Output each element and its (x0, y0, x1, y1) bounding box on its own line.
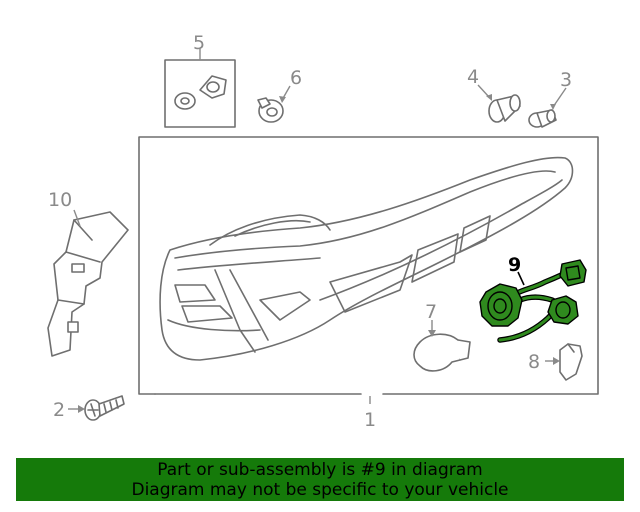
callout-6: 6 (290, 67, 302, 89)
part-2-screw (68, 395, 125, 421)
part-1-tail-lamp-assembly (138, 136, 599, 404)
callout-7: 7 (425, 301, 437, 323)
callout-4: 4 (467, 66, 479, 88)
part-9-socket-harness (479, 259, 587, 343)
part-6-push-pin (257, 85, 291, 123)
callout-10: 10 (48, 189, 72, 211)
part-5-clip-kit (164, 48, 236, 128)
part-10-bracket (47, 209, 129, 357)
part-4-grommet (477, 84, 521, 123)
callout-9: 9 (508, 254, 521, 276)
part-3-nut (528, 87, 567, 128)
part-7-bulb (413, 320, 471, 372)
callout-8: 8 (528, 351, 540, 373)
banner-line-1: Part or sub-assembly is #9 in diagram (157, 460, 483, 480)
part-info-banner: Part or sub-assembly is #9 in diagram Di… (16, 458, 624, 501)
part-8-cap (545, 343, 583, 381)
parts-diagram: 5 6 4 3 (47, 32, 599, 431)
banner-line-2: Diagram may not be specific to your vehi… (131, 480, 509, 500)
callout-2: 2 (53, 399, 65, 421)
callout-3: 3 (560, 69, 572, 91)
callout-1: 1 (364, 409, 376, 431)
callout-5: 5 (193, 32, 205, 54)
